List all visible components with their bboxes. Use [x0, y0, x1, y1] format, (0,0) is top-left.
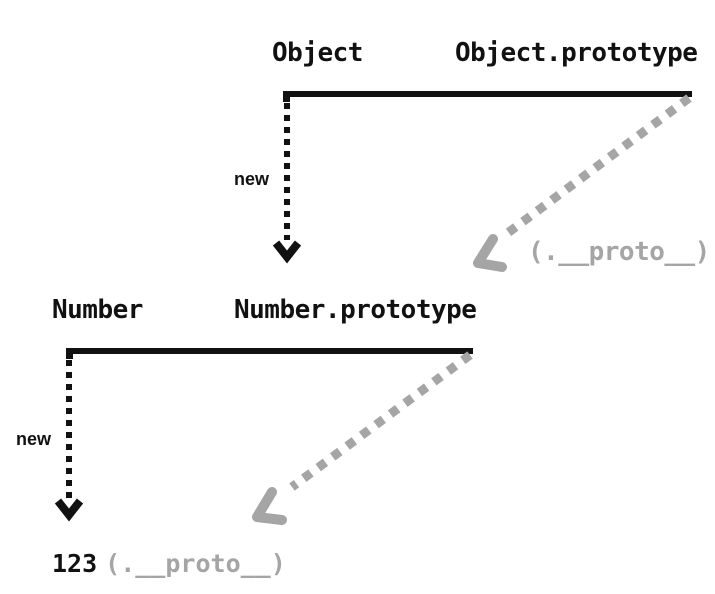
instance-value-label: 123 — [52, 549, 98, 578]
object-line-corner — [283, 91, 290, 102]
number-proto-chain-arrowhead — [252, 487, 287, 525]
number-line-corner — [66, 348, 73, 359]
proto-accessor-label-top: (.__proto__) — [528, 237, 710, 267]
object-proto-chain-arrowhead — [473, 234, 507, 272]
number-proto-chain-shaft — [289, 351, 473, 491]
number-prototype-label: Number.prototype — [234, 295, 477, 325]
proto-accessor-label-bottom: (.__proto__) — [105, 549, 286, 578]
new-object-arrowhead — [272, 240, 302, 264]
number-constructor-label: Number — [52, 295, 143, 325]
object-constructor-label: Object — [272, 38, 363, 68]
new-operator-label-top: new — [234, 169, 270, 189]
object-prototype-label: Object.prototype — [455, 38, 698, 68]
object-proto-chain-shaft — [502, 94, 692, 239]
instance-value-row: 123(.__proto__) — [52, 551, 286, 576]
new-operator-label-bottom: new — [16, 429, 52, 449]
new-number-arrowhead — [54, 498, 84, 522]
